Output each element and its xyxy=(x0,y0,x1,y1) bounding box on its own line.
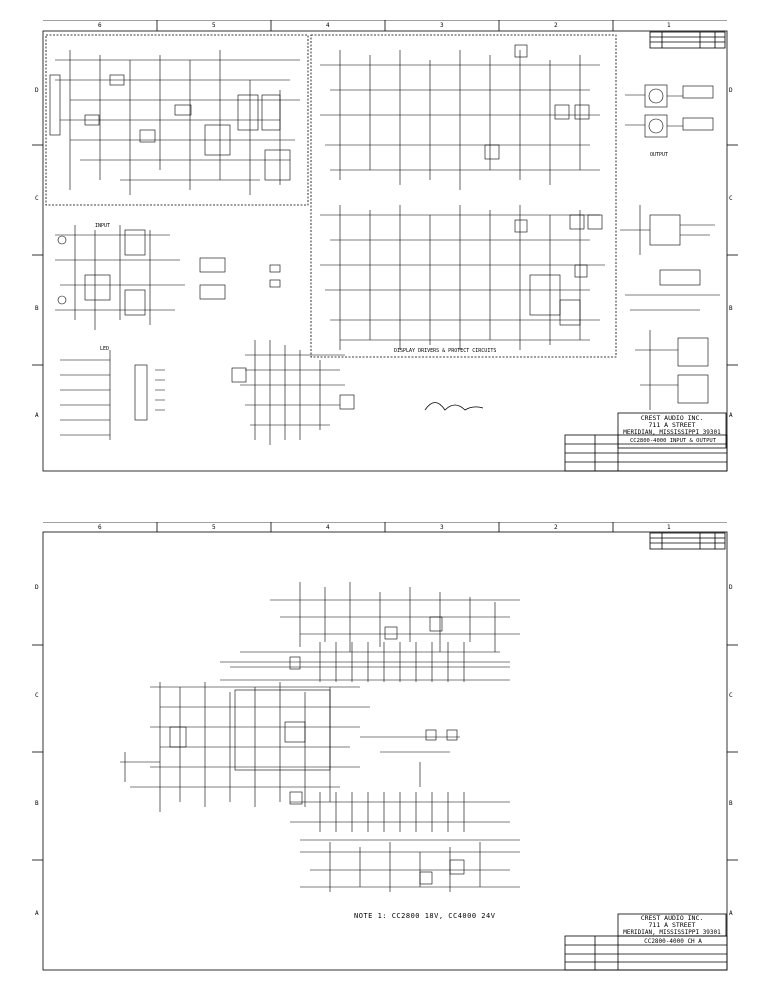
zone-col-6: 6 xyxy=(98,524,102,531)
zone-col-1: 1 xyxy=(667,22,671,29)
zone-row-d-right: D xyxy=(729,87,733,94)
title-block-drawing-title: CC2800-4000 INPUT & OUTPUT xyxy=(629,438,717,444)
zone-row-c-left: C xyxy=(35,195,39,202)
section-output-label: OUTPUT xyxy=(650,152,669,158)
zone-row-b-right: B xyxy=(729,305,733,312)
sheet-1-drawing xyxy=(32,20,738,472)
zone-row-c-right: C xyxy=(729,692,733,699)
zone-col-1: 1 xyxy=(667,524,671,531)
zone-col-5: 5 xyxy=(212,22,216,29)
title-block-company: CREST AUDIO INC. xyxy=(640,914,704,922)
supply-voltage-note: NOTE 1: CC2800 18V, CC4000 24V xyxy=(354,912,496,920)
zone-row-b-right: B xyxy=(729,800,733,807)
zone-row-d-left: D xyxy=(35,584,39,591)
zone-row-d-right: D xyxy=(729,584,733,591)
zone-row-a-left: A xyxy=(35,910,39,917)
zone-col-3: 3 xyxy=(440,524,444,531)
zone-row-c-left: C xyxy=(35,692,39,699)
zone-col-3: 3 xyxy=(440,22,444,29)
zone-row-d-left: D xyxy=(35,87,39,94)
zone-col-2: 2 xyxy=(554,524,558,531)
zone-col-4: 4 xyxy=(326,524,330,531)
schematic-sheet-2: 6 5 4 3 2 1 D C B A D C B A NOTE 1: CC28… xyxy=(0,522,768,994)
zone-row-b-left: B xyxy=(35,800,39,807)
zone-col-6: 6 xyxy=(98,22,102,29)
schematic-sheet-1: 6 5 4 3 2 1 D C B A D C B A INPUT LED DI… xyxy=(0,20,768,475)
title-block-drawing-title: CC2800-4000 CH A xyxy=(644,938,702,945)
zone-row-c-right: C xyxy=(729,195,733,202)
zone-row-a-right: A xyxy=(729,412,733,419)
title-block-street: 711 A STREET xyxy=(648,421,696,429)
section-input-label: INPUT xyxy=(95,223,111,229)
title-block-company: CREST AUDIO INC. xyxy=(640,414,704,422)
zone-row-b-left: B xyxy=(35,305,39,312)
zone-row-a-left: A xyxy=(35,412,39,419)
zone-col-5: 5 xyxy=(212,524,216,531)
section-led-label: LED xyxy=(100,346,110,352)
title-block-city: MERIDIAN, MISSISSIPPI 39301 xyxy=(623,929,721,936)
sheet-2-drawing xyxy=(32,522,738,971)
zone-col-2: 2 xyxy=(554,22,558,29)
zone-col-4: 4 xyxy=(326,22,330,29)
title-block-city: MERIDIAN, MISSISSIPPI 39301 xyxy=(623,429,721,436)
title-block-street: 711 A STREET xyxy=(648,921,696,929)
zone-row-a-right: A xyxy=(729,910,733,917)
section-display-label: DISPLAY DRIVERS & PROTECT CIRCUITS xyxy=(394,348,497,354)
